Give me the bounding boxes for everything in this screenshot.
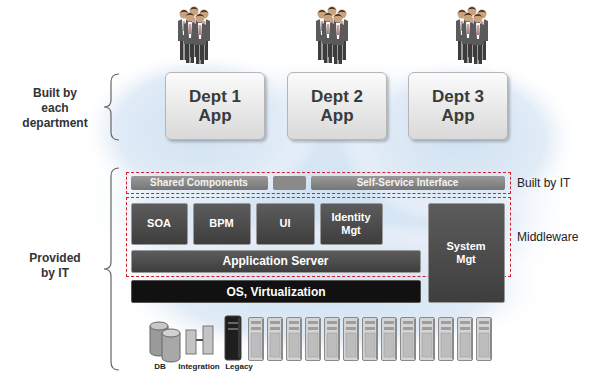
box-label: Shared Components: [150, 177, 248, 189]
box-label: System Mgt: [439, 240, 493, 266]
hardware-label: Legacy: [222, 362, 256, 372]
app-box: Dept 1 App: [165, 72, 265, 140]
cloud-background: [80, 50, 580, 360]
component-bar: Self-Service Interface: [311, 176, 505, 190]
component-bar: Shared Components: [131, 176, 268, 190]
side-label: Provided by IT: [22, 251, 88, 281]
middleware-region: MiddlewareSOABPMUIIdentity MgtSystem Mgt…: [126, 197, 511, 277]
box-label: SOA: [147, 217, 171, 230]
it-region: Built by ITShared ComponentsSelf-Service…: [126, 172, 511, 194]
blank-component: [273, 176, 306, 190]
bracket: [104, 168, 119, 370]
box-label: Dept 1 App: [184, 87, 246, 125]
box-label: Self-Service Interface: [357, 177, 459, 189]
app-box: Dept 3 App: [408, 72, 508, 140]
user-group: [456, 7, 488, 65]
region-label: Built by IT: [517, 176, 570, 190]
user-group: [316, 7, 348, 65]
database-icon: [150, 322, 180, 362]
box-label: Identity Mgt: [324, 211, 378, 237]
bracket: [104, 74, 119, 140]
middleware-box: Identity Mgt: [320, 203, 383, 245]
middleware-box: UI: [256, 203, 315, 245]
platform-bar: OS, Virtualization: [131, 280, 421, 303]
box-label: Dept 3 App: [427, 87, 489, 125]
box-label: BPM: [209, 217, 233, 230]
app-box: Dept 2 App: [287, 72, 387, 140]
box-label: Application Server: [222, 255, 328, 268]
region-label: Middleware: [517, 230, 578, 244]
user-group: [178, 7, 210, 65]
side-label: Built by each department: [19, 86, 91, 131]
box-label: OS, Virtualization: [226, 285, 325, 299]
box-label: UI: [280, 217, 291, 230]
middleware-box: SOA: [131, 203, 188, 245]
integration-icon: [186, 326, 213, 354]
hardware-label: Integration: [177, 362, 221, 372]
middleware-box: System Mgt: [428, 203, 505, 303]
hardware-label: DB: [145, 362, 175, 372]
server-bar: Application Server: [131, 250, 421, 273]
middleware-box: BPM: [193, 203, 251, 245]
server-rack: [249, 318, 492, 361]
legacy-icon: [225, 316, 241, 360]
box-label: Dept 2 App: [306, 87, 368, 125]
